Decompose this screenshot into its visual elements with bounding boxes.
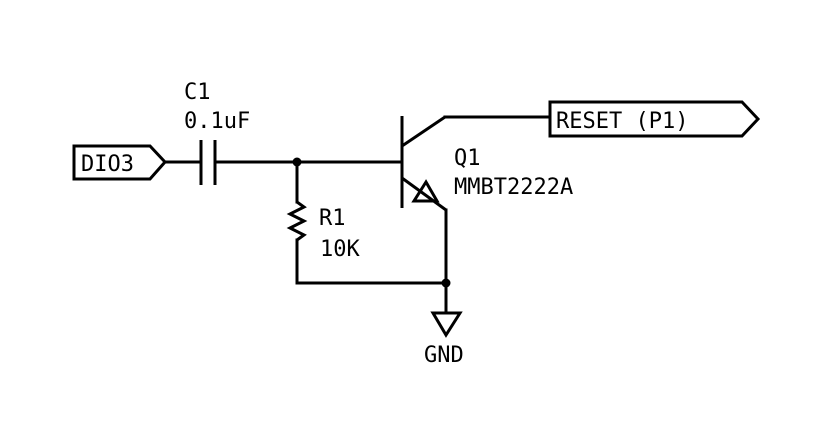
ground-symbol[interactable]: GND xyxy=(424,311,464,368)
resistor-zigzag xyxy=(286,200,308,242)
capacitor-ref: C1 xyxy=(184,80,211,105)
capacitor-value: 0.1uF xyxy=(184,109,250,134)
port-dio3-label: DIO3 xyxy=(81,152,134,177)
ground-label: GND xyxy=(424,343,464,368)
port-dio3[interactable]: DIO3 xyxy=(72,144,168,181)
transistor-emitter xyxy=(401,176,447,212)
port-dio3-outline xyxy=(72,144,168,181)
transistor-emitter-arrow xyxy=(411,179,440,203)
transistor-value: MMBT2222A xyxy=(454,175,573,200)
ground-icon xyxy=(430,311,463,338)
port-reset[interactable]: RESET (P1) xyxy=(548,100,761,138)
port-reset-outline xyxy=(548,100,761,138)
junction-gnd-node xyxy=(441,278,451,288)
resistor-ref: R1 xyxy=(319,206,346,231)
transistor-ref: Q1 xyxy=(454,146,481,171)
resistor-r1[interactable]: R1 10K xyxy=(286,160,360,285)
port-reset-label: RESET (P1) xyxy=(556,109,688,134)
capacitor-c1[interactable]: C1 0.1uF xyxy=(184,80,250,185)
resistor-value: 10K xyxy=(320,237,360,262)
transistor-q1[interactable]: Q1 MMBT2222A xyxy=(400,115,573,212)
transistor-collector xyxy=(401,115,446,148)
